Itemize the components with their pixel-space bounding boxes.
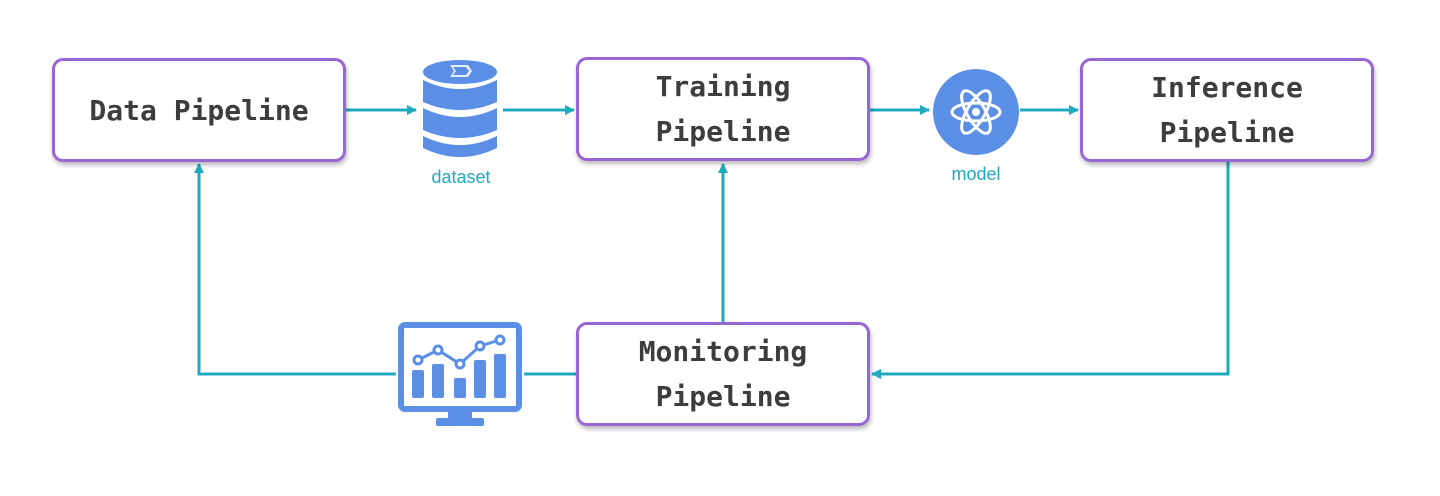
atom-icon (933, 69, 1019, 155)
connector-inference-to-monitoring (871, 162, 1230, 379)
dataset-caption: dataset (431, 167, 491, 187)
inference-pipeline-node[interactable]: Inference Pipeline (1080, 58, 1374, 162)
database-icon (423, 60, 497, 157)
monitoring-pipeline-node[interactable]: Monitoring Pipeline (576, 322, 870, 426)
model-caption: model (951, 164, 1001, 184)
data-pipeline-node[interactable]: Data Pipeline (52, 58, 346, 162)
training-pipeline-node[interactable]: Training Pipeline (576, 57, 870, 161)
connector-dashboard-to-data (194, 163, 396, 376)
dashboard-chart-icon (398, 322, 522, 426)
